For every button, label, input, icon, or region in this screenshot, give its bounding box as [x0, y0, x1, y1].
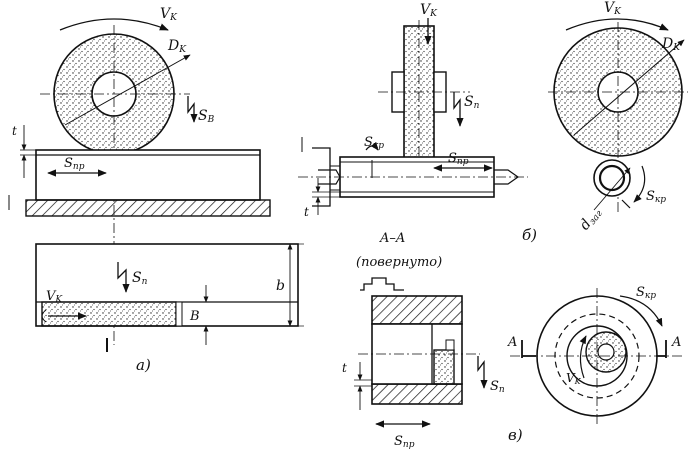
dk-label-c: DK	[661, 36, 681, 53]
skr-arrow-c	[633, 165, 646, 203]
dzag-label: dзаг	[577, 204, 605, 234]
a-left-label: A	[507, 335, 517, 350]
vk-label-c: VK	[604, 0, 622, 17]
skr-label-b: Sкр	[364, 135, 384, 151]
scheme-a: VK DK SB t Sпр Sп VK B b а)	[8, 6, 304, 374]
vk-arrow-a	[59, 18, 169, 31]
scheme-c: VK DK dзаг Sкр б)	[522, 0, 688, 244]
dk-label-a: DK	[167, 38, 187, 55]
scheme-d: A–A (повернуто) t Sп Sпр Sкр VK A A в)	[342, 231, 682, 450]
workpiece-section-top	[371, 295, 463, 325]
spr-label-d: Sпр	[394, 434, 415, 450]
vk-label-a: VK	[160, 6, 178, 23]
spr-label-a: Sпр	[64, 156, 85, 172]
vk-arrow-c	[565, 18, 669, 31]
skr-label-c: Sкр	[646, 189, 666, 205]
section-label: A–A	[379, 231, 405, 246]
sn-label-a: Sп	[132, 270, 148, 287]
vk-label-b: VK	[420, 2, 438, 19]
rotated-label: (повернуто)	[356, 255, 442, 270]
t-label-b: t	[304, 205, 309, 219]
wheel-footprint-a	[41, 301, 177, 327]
b-large-label: b	[276, 278, 285, 294]
skr-label-d: Sкр	[636, 285, 656, 301]
t-label-a: t	[12, 124, 17, 138]
sn-label-b: Sп	[464, 94, 480, 111]
caption-a: а)	[136, 356, 151, 374]
vk-arrow-d	[579, 335, 587, 379]
chuck-jaws	[360, 277, 404, 291]
b-small-label: B	[189, 309, 200, 324]
workpiece-b	[339, 156, 495, 198]
sn-arrow-a	[117, 262, 130, 293]
caption-c: в)	[508, 426, 523, 444]
sb-arrow	[187, 96, 198, 123]
t-label-d: t	[342, 361, 347, 375]
vk-label-d: VK	[566, 371, 582, 386]
a-right-label: A	[671, 335, 681, 350]
scheme-b: VK Sп Sкр Sпр t	[298, 2, 528, 219]
workpiece-section-bottom	[371, 383, 463, 405]
skr-arrow-d	[619, 295, 663, 327]
vk-bottom-label-a: VK	[46, 289, 63, 305]
sn-arrow-b	[453, 92, 464, 127]
caption-b: б)	[522, 226, 537, 244]
spr-label-b: Sпр	[448, 151, 469, 167]
grinding-wheel-d	[433, 349, 455, 385]
sn-label-d: Sп	[490, 379, 505, 395]
sb-label: SB	[198, 108, 215, 125]
sn-arrow-d	[477, 356, 488, 389]
table-base-a	[25, 199, 271, 217]
right-centre-b	[494, 169, 520, 185]
